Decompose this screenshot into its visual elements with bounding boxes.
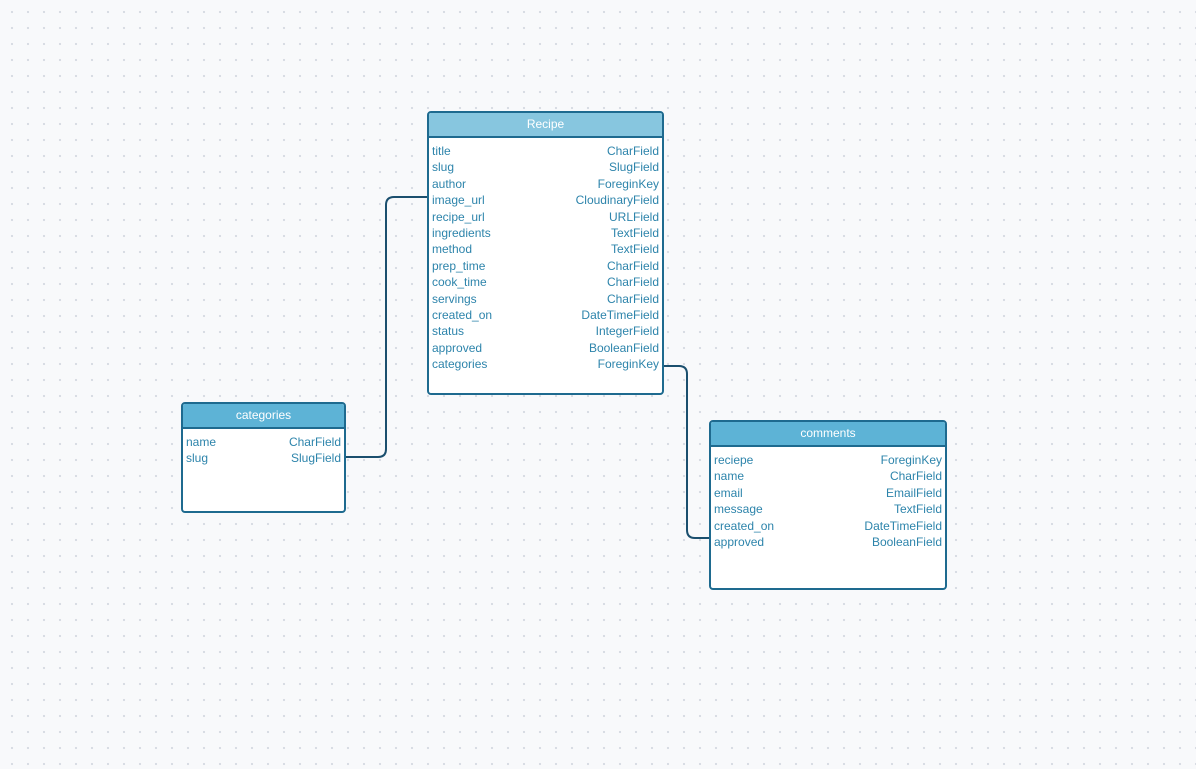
categories-table[interactable]: categories name CharField slug SlugField <box>181 402 346 513</box>
field-row[interactable]: approved BooleanField <box>429 340 662 356</box>
field-type: CharField <box>889 469 942 484</box>
field-name: approved <box>714 534 765 549</box>
recipe-table-title: Recipe <box>526 117 565 131</box>
field-row[interactable]: servings CharField <box>429 291 662 307</box>
field-name: approved <box>432 340 483 355</box>
field-name: ingredients <box>432 225 491 240</box>
field-name: created_on <box>432 307 493 322</box>
field-name: slug <box>432 160 455 175</box>
field-name: author <box>432 176 467 191</box>
field-type: ForeginKey <box>597 176 659 191</box>
recipe-table-header[interactable]: Recipe <box>429 113 662 138</box>
field-row[interactable]: author ForeginKey <box>429 176 662 192</box>
field-type: CharField <box>606 258 659 273</box>
field-row[interactable]: created_on DateTimeField <box>711 518 945 534</box>
field-name: slug <box>186 451 209 466</box>
field-name: status <box>432 324 465 339</box>
field-type: ForeginKey <box>597 357 659 372</box>
field-name: reciepe <box>714 453 754 467</box>
field-type: BooleanField <box>871 534 942 549</box>
field-row[interactable]: slug SlugField <box>183 450 344 466</box>
field-row[interactable]: cook_time CharField <box>429 274 662 290</box>
field-row[interactable]: prep_time CharField <box>429 258 662 274</box>
categories-table-header[interactable]: categories <box>183 404 344 429</box>
field-row[interactable]: name CharField <box>183 434 344 450</box>
categories-table-fields: name CharField slug SlugField <box>183 429 344 467</box>
field-row[interactable]: recipe_url URLField <box>429 209 662 225</box>
connector-categories-to-recipe[interactable] <box>346 196 427 458</box>
field-name: message <box>714 502 763 517</box>
field-type: CharField <box>606 291 659 306</box>
field-name: prep_time <box>432 258 486 273</box>
field-type: TextField <box>610 242 659 257</box>
field-type: CloudinaryField <box>575 193 659 208</box>
categories-table-title: categories <box>235 408 292 422</box>
field-row[interactable]: ingredients TextField <box>429 225 662 241</box>
field-name: title <box>432 144 451 158</box>
field-row[interactable]: categories ForeginKey <box>429 356 662 372</box>
field-type: TextField <box>893 502 942 517</box>
field-row[interactable]: status IntegerField <box>429 323 662 339</box>
field-row[interactable]: slug SlugField <box>429 159 662 175</box>
comments-table-header[interactable]: comments <box>711 422 945 447</box>
field-name: servings <box>432 291 477 306</box>
field-type: SlugField <box>608 160 659 175</box>
field-row[interactable]: reciepe ForeginKey <box>711 452 945 468</box>
comments-table-title: comments <box>800 426 856 440</box>
field-row[interactable]: name CharField <box>711 468 945 484</box>
field-row[interactable]: method TextField <box>429 241 662 257</box>
field-type: IntegerField <box>595 324 659 339</box>
field-row[interactable]: image_url CloudinaryField <box>429 192 662 208</box>
field-name: categories <box>432 357 488 372</box>
field-row[interactable]: title CharField <box>429 143 662 159</box>
field-name: created_on <box>714 518 775 533</box>
field-row[interactable]: email EmailField <box>711 485 945 501</box>
field-type: CharField <box>606 275 659 290</box>
field-row[interactable]: message TextField <box>711 501 945 517</box>
field-name: method <box>432 242 473 257</box>
field-name: email <box>714 485 743 500</box>
field-type: DateTimeField <box>864 518 942 533</box>
field-type: EmailField <box>885 485 942 500</box>
field-name: cook_time <box>432 275 487 290</box>
field-type: ForeginKey <box>880 453 942 467</box>
field-name: name <box>186 435 217 449</box>
field-type: TextField <box>610 225 659 240</box>
connector-recipe-to-comments[interactable] <box>664 365 709 539</box>
field-type: CharField <box>606 144 659 158</box>
field-type: BooleanField <box>588 340 659 355</box>
field-name: recipe_url <box>432 209 485 224</box>
field-name: name <box>714 469 745 484</box>
field-name: image_url <box>432 193 485 208</box>
field-type: URLField <box>608 209 659 224</box>
field-type: CharField <box>288 435 341 449</box>
field-type: DateTimeField <box>581 307 659 322</box>
field-type: SlugField <box>290 451 341 466</box>
field-row[interactable]: approved BooleanField <box>711 534 945 550</box>
comments-table-fields: reciepe ForeginKey name CharField email Email… <box>711 447 945 550</box>
field-row[interactable]: created_on DateTimeField <box>429 307 662 323</box>
